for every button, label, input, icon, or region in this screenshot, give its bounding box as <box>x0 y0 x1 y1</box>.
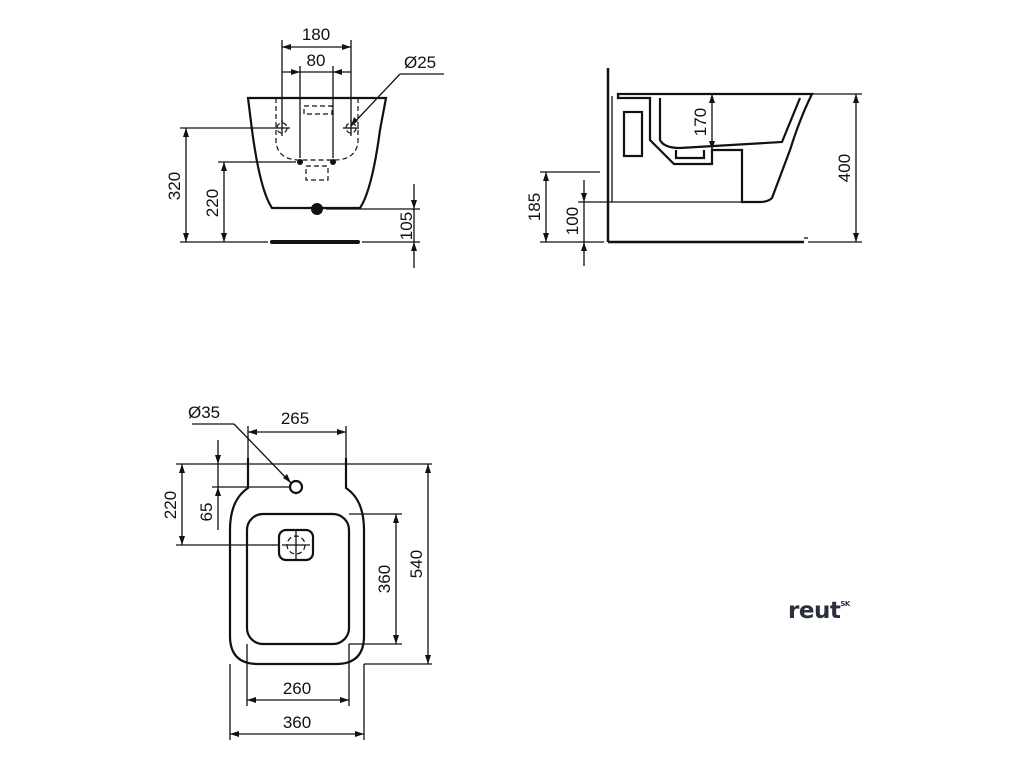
dim-top-360-vertical: 360 <box>375 565 394 593</box>
dim-side-400: 400 <box>835 154 854 182</box>
front-view: 180 80 Ø25 320 220 105 <box>165 25 444 268</box>
front-view-hidden-trap <box>275 98 359 161</box>
dim-front-180: 180 <box>302 25 330 44</box>
brand-logo: reutSK <box>788 598 850 624</box>
front-inlet-dot-right <box>330 159 336 165</box>
top-view-tap-hole <box>288 479 304 495</box>
dim-top-d35: Ø35 <box>188 403 220 422</box>
side-view-fixing-block <box>622 110 644 158</box>
top-view-drain <box>277 528 315 562</box>
dim-side-185: 185 <box>525 193 544 221</box>
dim-side-170: 170 <box>691 108 710 136</box>
dim-front-d25: Ø25 <box>404 53 436 72</box>
dim-front-105: 105 <box>397 212 416 240</box>
dim-top-540: 540 <box>407 550 426 578</box>
dim-front-320: 320 <box>165 172 184 200</box>
front-view-hidden-box <box>303 105 333 115</box>
dim-side-100: 100 <box>563 207 582 235</box>
top-view: Ø35 265 220 65 360 540 <box>161 403 432 740</box>
side-view-bowl <box>658 97 802 150</box>
side-view: 170 400 185 100 <box>525 68 862 266</box>
dim-top-260: 260 <box>283 679 311 698</box>
front-view-hidden-outlet <box>305 165 329 181</box>
dim-top-360-horizontal: 360 <box>283 713 311 732</box>
front-fixing-hole-left <box>274 120 290 136</box>
front-fixing-hole-right <box>343 120 359 136</box>
dim-front-80: 80 <box>307 51 326 70</box>
side-view-outlet <box>674 150 706 160</box>
dim-front-220: 220 <box>203 189 222 217</box>
front-view-body <box>246 96 388 210</box>
top-view-bowl <box>245 512 351 646</box>
brand-suffix: SK <box>840 600 850 608</box>
top-view-body <box>228 458 366 666</box>
dim-top-220: 220 <box>161 491 180 519</box>
dim-top-65: 65 <box>197 503 216 522</box>
dim-top-265: 265 <box>281 409 309 428</box>
side-view-body <box>616 92 814 204</box>
brand-name: reut <box>788 598 841 624</box>
front-outlet-dot <box>311 203 323 215</box>
front-inlet-dot-left <box>297 159 303 165</box>
